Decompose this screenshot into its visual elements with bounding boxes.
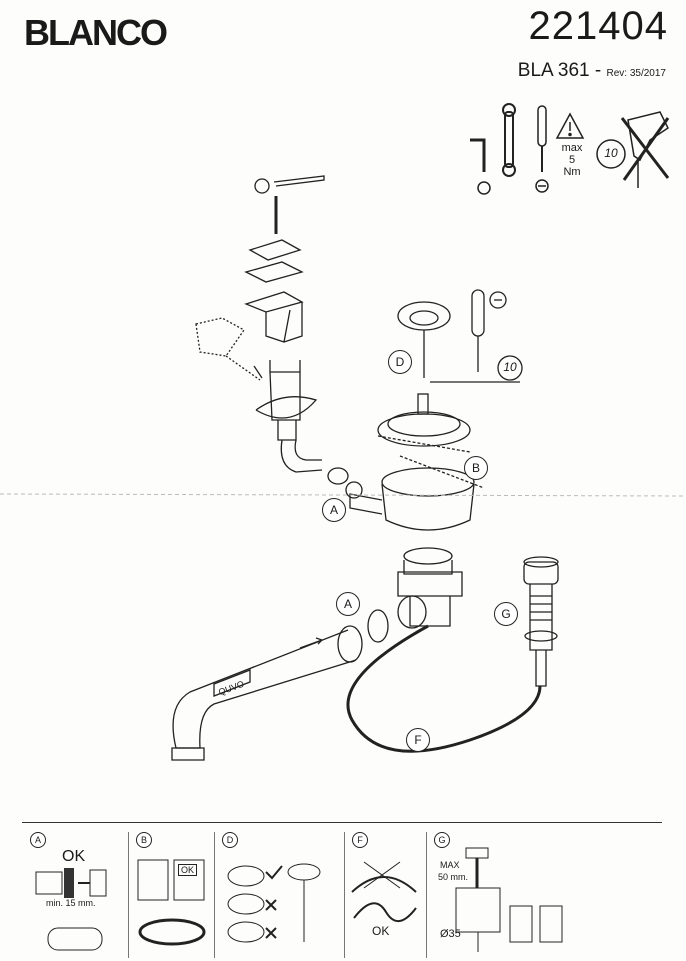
- detail-panel-f: F OK: [344, 832, 427, 958]
- detail-panel-d: D: [214, 832, 345, 958]
- panel-b-ok: OK: [178, 864, 198, 876]
- callout-d: D: [388, 350, 412, 374]
- detail-panel-b: B OK: [128, 832, 215, 958]
- callout-g: G: [494, 602, 518, 626]
- panel-d-label: D: [222, 832, 238, 848]
- panel-a-label: A: [30, 832, 46, 848]
- detail-panel-g: G MAX 50 mm. Ø35: [426, 832, 576, 958]
- callout-a-bottom: A: [336, 592, 360, 616]
- product-line: BLA 361 - Rev: 35/2017: [518, 60, 666, 82]
- torque-warning: max 5 Nm: [560, 142, 584, 178]
- overflow-assembly: [195, 175, 325, 473]
- panel-g-max-value: 50 mm.: [438, 872, 469, 882]
- callout-a-top: A: [322, 498, 346, 522]
- panel-b-label: B: [136, 832, 152, 848]
- panel-d-drawing: [227, 863, 321, 943]
- revision: Rev: 35/2017: [606, 68, 667, 79]
- panel-g-label: G: [434, 832, 450, 848]
- panel-g-max: MAX: [440, 860, 460, 870]
- model-number: 221404: [528, 4, 668, 48]
- trap-assembly: [171, 547, 463, 761]
- coin-callout: 10: [503, 360, 517, 374]
- coin-label: 10: [604, 146, 618, 160]
- brand-logo: BLANCO: [24, 12, 168, 53]
- panel-a-min: min. 15 mm.: [46, 898, 96, 908]
- panel-a-ok: OK: [62, 848, 86, 865]
- basket-strainer: [327, 289, 523, 531]
- torque-label: max: [561, 142, 583, 154]
- popup-control: [346, 556, 559, 753]
- warning-icon: [555, 112, 585, 139]
- detail-strip: [22, 822, 662, 961]
- screwdriver-icon: [535, 105, 549, 193]
- panel-f-ok: OK: [372, 924, 390, 938]
- detail-panel-a: A OK min. 15 mm.: [22, 832, 129, 958]
- no-power-drill-icon: [620, 111, 670, 188]
- allen-key-icon: [470, 138, 491, 195]
- panel-b-drawing: [137, 859, 206, 946]
- panel-g-drawing: [455, 847, 563, 952]
- wrench-icon: [502, 103, 516, 177]
- product-name: BLA 361 -: [517, 60, 602, 81]
- coin-icon: [596, 139, 626, 169]
- torque-value: 5 Nm: [563, 154, 581, 178]
- callout-b: B: [464, 456, 488, 480]
- callout-f: F: [406, 728, 430, 752]
- panel-f-drawing: [351, 861, 417, 922]
- panel-f-label: F: [352, 832, 368, 848]
- panel-a-drawing: [35, 868, 107, 951]
